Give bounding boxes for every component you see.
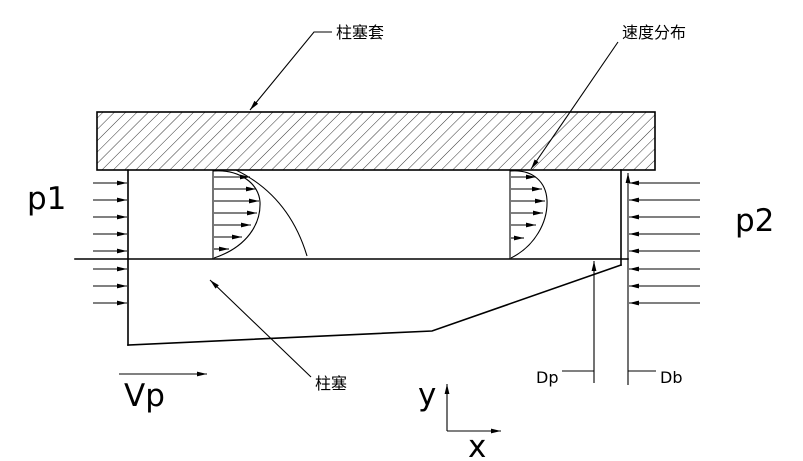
velocity-profile-right [509,170,548,259]
label-dp: Dp [536,368,558,387]
piston-bottom-edge [127,263,623,346]
label-vp: Vp [124,378,165,414]
label-velocity-profile: 速度分布 [622,23,686,42]
piston-leader-line [209,279,312,378]
label-db: Db [660,368,682,387]
leader-lines [209,31,619,378]
label-axis-y: y [418,377,436,413]
label-sleeve: 柱塞套 [336,23,384,42]
label-p2: p2 [735,203,774,239]
coordinate-axes [444,384,501,434]
sleeve-hatched-block [96,111,656,171]
pressure-arrows-p2 [629,180,700,306]
velocity-envelope-curve [212,170,261,259]
pressure-arrows-p1 [93,180,127,306]
label-p1: p1 [27,181,66,217]
dimension-dp [562,261,597,383]
velocity-envelope-outer-curve [235,169,308,257]
velocity-profile-left [212,169,308,259]
velocity-leader-line [530,41,619,170]
dimension-db [625,173,656,385]
label-piston: 柱塞 [315,374,347,393]
sleeve-leader-line [249,31,332,111]
label-axis-x: x [468,429,486,461]
velocity-envelope-curve [509,170,548,259]
sleeve-rect [96,111,656,171]
piston-body [74,169,629,346]
